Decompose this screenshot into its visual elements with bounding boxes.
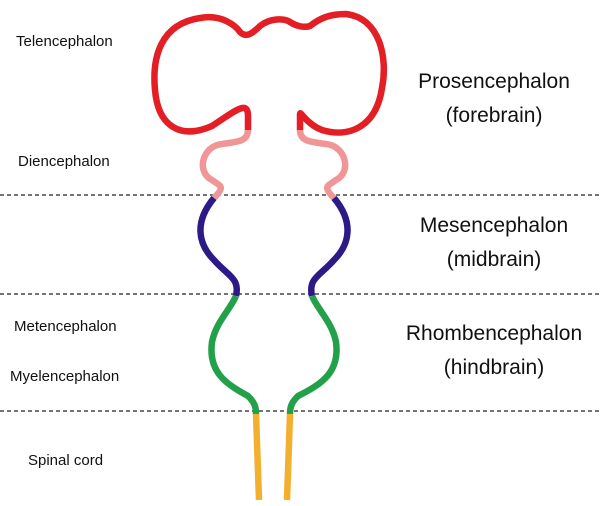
- diencephalon-right: [296, 129, 349, 201]
- telencephalon-outline: [151, 10, 388, 136]
- region-prosencephalon-name: Prosencephalon: [418, 70, 570, 93]
- region-prosencephalon-common: (forebrain): [446, 104, 543, 127]
- region-rhombencephalon-common: (hindbrain): [444, 356, 544, 379]
- label-myelencephalon: Myelencephalon: [10, 368, 119, 385]
- spinal-cord-right: [283, 413, 294, 501]
- label-metencephalon: Metencephalon: [14, 318, 117, 335]
- mesencephalon-left: [197, 195, 241, 297]
- label-spinal-cord: Spinal cord: [28, 452, 103, 469]
- label-diencephalon: Diencephalon: [18, 153, 110, 170]
- region-rhombencephalon-name: Rhombencephalon: [406, 322, 582, 345]
- rhombencephalon-left: [208, 294, 260, 415]
- diencephalon-left: [199, 129, 252, 201]
- label-telencephalon: Telencephalon: [16, 33, 113, 50]
- spinal-cord-left: [252, 413, 263, 501]
- mesencephalon-right: [307, 195, 351, 297]
- region-mesencephalon-name: Mesencephalon: [420, 214, 568, 237]
- rhombencephalon-right: [286, 294, 340, 415]
- region-mesencephalon-common: (midbrain): [447, 248, 542, 271]
